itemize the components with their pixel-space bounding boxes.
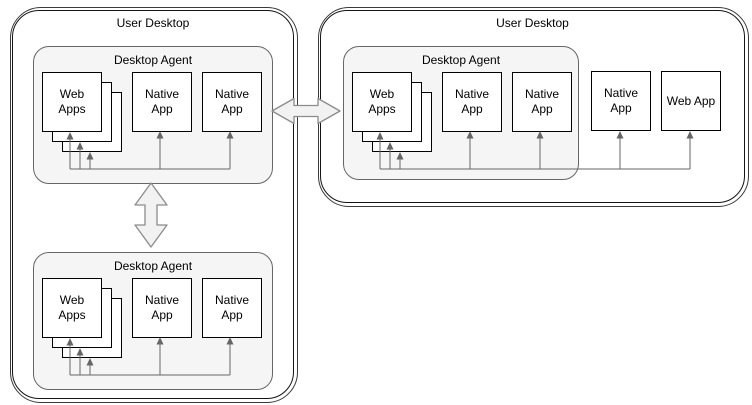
native-app-box: Native App <box>512 72 572 132</box>
native-app-box: Native App <box>132 278 192 338</box>
desktop-agent-2: Desktop Agent Web Apps Native App Native… <box>33 252 273 390</box>
native-app-box: Native App <box>442 72 502 132</box>
native-app-box: Native App <box>132 72 192 132</box>
user-desktop-left-title: User Desktop <box>116 16 190 30</box>
native-app-box: Native App <box>202 72 262 132</box>
desktop-agent-2-title: Desktop Agent <box>113 259 193 273</box>
native-app-box: Native App <box>202 278 262 338</box>
user-desktop-left: User Desktop Desktop Agent Web Apps Nati… <box>10 6 298 403</box>
desktop-agent-3: Desktop Agent Web Apps Native App Native… <box>343 46 579 180</box>
web-app-box-standalone: Web App <box>661 71 721 131</box>
user-desktop-right-title: User Desktop <box>496 16 569 30</box>
web-apps-box: Web Apps <box>352 72 412 132</box>
desktop-agent-1: Desktop Agent Web Apps Native App Native… <box>33 46 273 184</box>
web-apps-box: Web Apps <box>42 278 102 338</box>
desktop-agent-1-title: Desktop Agent <box>113 53 193 67</box>
desktop-agent-3-title: Desktop Agent <box>421 53 501 67</box>
user-desktop-right: User Desktop Desktop Agent Web Apps Nati… <box>318 6 749 207</box>
native-app-box-standalone: Native App <box>591 71 651 131</box>
web-apps-box: Web Apps <box>42 72 102 132</box>
